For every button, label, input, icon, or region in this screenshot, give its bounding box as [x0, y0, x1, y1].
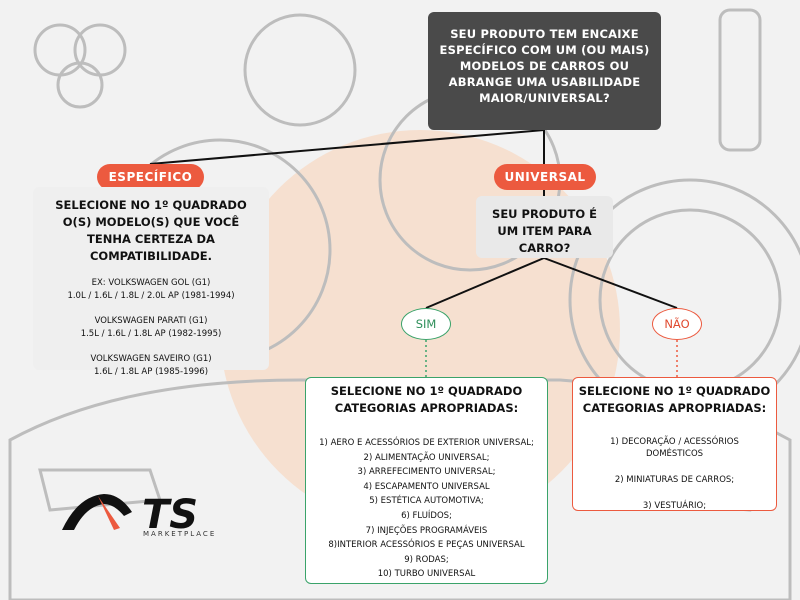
list-item: 7) INJEÇÕES PROGRAMÁVEIS: [365, 525, 488, 536]
example-line: EX: VOLKSWAGEN GOL (G1): [91, 278, 211, 288]
list-item: 10) TURBO UNIVERSAL: [377, 569, 476, 580]
example-line: 1.0L / 1.6L / 1.8L / 2.0L AP (1981-1994): [67, 291, 235, 301]
main-question-box: SEU PRODUTO TEM ENCAIXE ESPECÍFICO COM U…: [428, 12, 661, 130]
specific-instruction: SELECIONE NO 1º QUADRADO O(S) MODELO(S) …: [55, 198, 247, 263]
list-item: 3) ARREFECIMENTO UNIVERSAL;: [357, 467, 496, 478]
example-line: VOLKSWAGEN PARATI (G1): [94, 316, 208, 326]
list-item: 9) RODAS;: [404, 554, 449, 565]
yes-categories-box: SELECIONE NO 1º QUADRADO CATEGORIAS APRO…: [305, 377, 548, 584]
specific-label: ESPECÍFICO: [97, 164, 204, 190]
list-item: 2) ALIMENTAÇÃO UNIVERSAL;: [363, 452, 490, 463]
yes-categories-title: SELECIONE NO 1º QUADRADO CATEGORIAS APRO…: [330, 384, 523, 415]
list-item: 8)INTERIOR ACESSÓRIOS E PEÇAS UNIVERSAL: [328, 540, 525, 551]
specific-instruction-box: SELECIONE NO 1º QUADRADO O(S) MODELO(S) …: [33, 187, 269, 377]
yes-categories-list: 1) AERO E ACESSÓRIOS DE EXTERIOR UNIVERS…: [306, 436, 547, 582]
example-line: VOLKSWAGEN SAVEIRO (G1): [90, 354, 212, 364]
ts-marketplace-logo: TS: [62, 492, 198, 538]
list-item: 2) MINIATURAS DE CARROS;: [614, 475, 735, 485]
no-node: NÃO: [652, 308, 702, 340]
list-item: 1) DECORAÇÃO / ACESSÓRIOS DOMÉSTICOS: [610, 437, 739, 459]
universal-label: UNIVERSAL: [494, 164, 596, 190]
no-categories-box: SELECIONE NO 1º QUADRADO CATEGORIAS APRO…: [572, 377, 777, 511]
logo-subtitle: MARKETPLACE: [143, 530, 217, 538]
universal-question-box: SEU PRODUTO É UM ITEM PARA CARRO?: [476, 196, 613, 258]
no-categories-list: 1) DECORAÇÃO / ACESSÓRIOS DOMÉSTICOS 2) …: [573, 436, 776, 512]
main-question-text: SEU PRODUTO TEM ENCAIXE ESPECÍFICO COM U…: [439, 27, 650, 105]
no-categories-title: SELECIONE NO 1º QUADRADO CATEGORIAS APRO…: [578, 384, 771, 415]
logo-mark: TS: [142, 492, 198, 538]
specific-examples: EX: VOLKSWAGEN GOL (G1) 1.0L / 1.6L / 1.…: [41, 277, 261, 379]
universal-question-text: SEU PRODUTO É UM ITEM PARA CARRO?: [492, 207, 597, 255]
yes-node: SIM: [401, 308, 451, 340]
list-item: 3) VESTUÁRIO;: [642, 501, 707, 511]
list-item: 1) AERO E ACESSÓRIOS DE EXTERIOR UNIVERS…: [319, 438, 534, 448]
example-item: EX: VOLKSWAGEN GOL (G1) 1.0L / 1.6L / 1.…: [41, 277, 261, 303]
example-line: 1.5L / 1.6L / 1.8L AP (1982-1995): [80, 329, 222, 339]
list-item: 4) ESCAPAMENTO UNIVERSAL: [363, 481, 490, 492]
list-item: 6) FLUÍDOS;: [401, 510, 452, 521]
example-item: VOLKSWAGEN PARATI (G1) 1.5L / 1.6L / 1.8…: [41, 315, 261, 341]
example-item: VOLKSWAGEN SAVEIRO (G1) 1.6L / 1.8L AP (…: [41, 353, 261, 379]
list-item: 5) ESTÉTICA AUTOMOTIVA;: [369, 496, 484, 507]
example-line: 1.6L / 1.8L AP (1985-1996): [93, 367, 209, 377]
